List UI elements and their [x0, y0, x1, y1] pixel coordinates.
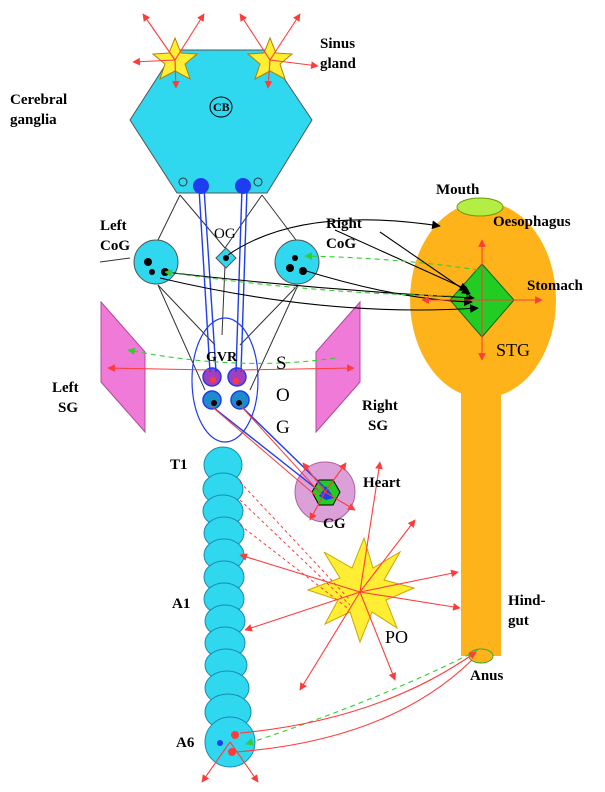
hindgut-label-2: gut	[508, 613, 529, 629]
left-cog-label-1: Left	[100, 218, 127, 234]
left-cog-circle	[134, 240, 178, 284]
right-sg-parallelogram	[316, 302, 360, 432]
heart-label: Heart	[363, 475, 400, 491]
sog-label-g: G	[276, 417, 290, 438]
t1-label: T1	[170, 457, 188, 473]
oesophagus-label: Oesophagus	[493, 214, 571, 230]
right-sg-label-1: Right	[362, 398, 398, 414]
og-label: OG	[214, 226, 236, 242]
sog-ellipse	[192, 318, 258, 442]
stg-label: STG	[496, 340, 530, 360]
left-sg-parallelogram	[101, 302, 145, 432]
gvr-neurons	[203, 368, 249, 409]
hindgut-label-1: Hind-	[508, 593, 546, 609]
sog-label-s: S	[276, 353, 287, 374]
sog-label-o: O	[276, 385, 290, 406]
a6-label: A6	[176, 735, 195, 751]
sinus-gland-label-2: gland	[320, 56, 357, 72]
cg-label: CG	[323, 516, 346, 532]
cerebral-ganglia-label-2: ganglia	[10, 112, 57, 128]
cerebral-blue-neuron-left	[193, 178, 209, 194]
right-sg-label-2: SG	[368, 418, 388, 434]
anus-label: Anus	[470, 668, 504, 684]
po-label: PO	[385, 627, 408, 647]
cerebral-ganglia-label-1: Cerebral	[10, 92, 67, 108]
stomach-label: Stomach	[527, 278, 583, 294]
mouth-label: Mouth	[436, 182, 480, 198]
left-cog-label-2: CoG	[100, 238, 130, 254]
cerebral-blue-neuron-right	[235, 178, 251, 194]
cerebral-ganglia-hexagon	[130, 50, 312, 193]
anus-shape	[469, 649, 493, 663]
left-sg-label-2: SG	[58, 400, 78, 416]
right-cog-label-1: Right	[326, 216, 362, 232]
right-cog-circle	[275, 240, 319, 284]
sinus-gland-label-1: Sinus	[320, 36, 355, 52]
ventral-nerve-cord	[203, 447, 255, 767]
cb-label: CB	[213, 100, 230, 114]
left-sg-label-1: Left	[52, 380, 79, 396]
right-cog-label-2: CoG	[326, 236, 356, 252]
gvr-label: GVR	[206, 350, 238, 365]
a1-label: A1	[172, 596, 190, 612]
